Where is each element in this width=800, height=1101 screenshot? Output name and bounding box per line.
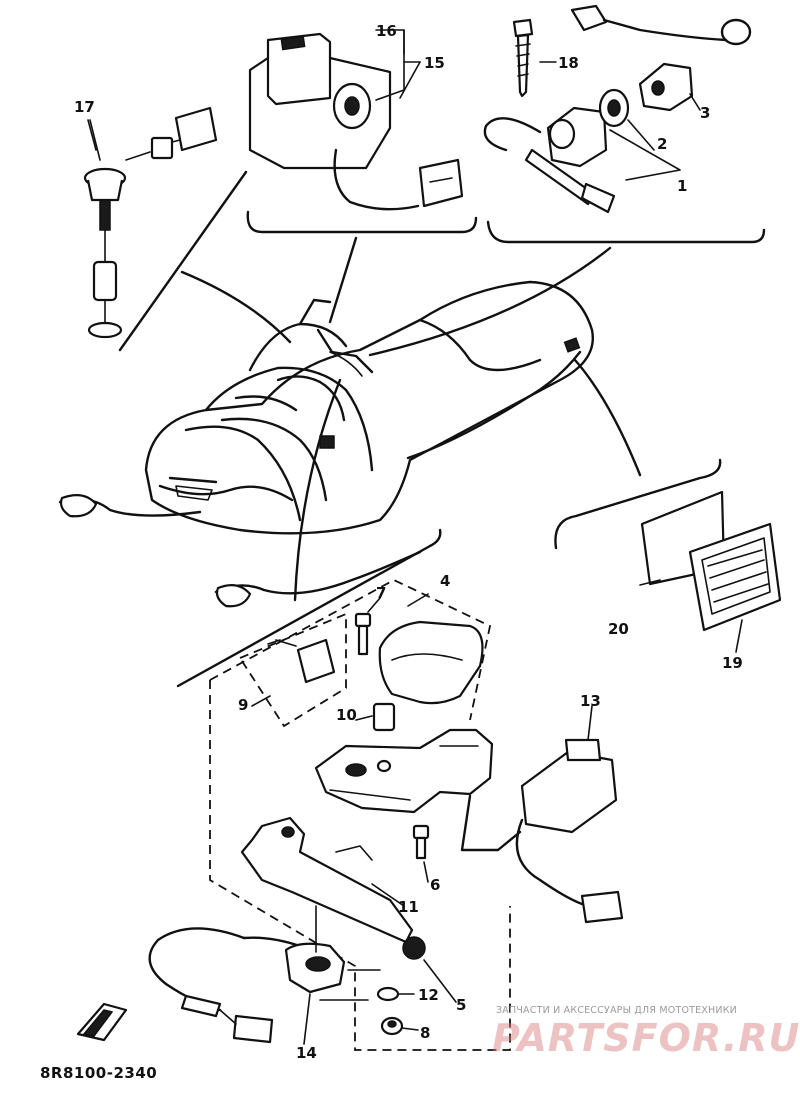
part-9-dashed-box: [238, 612, 347, 728]
throttle-group-bracket: [176, 528, 442, 688]
part-10-collar: [372, 702, 396, 732]
part-15-16-coil-assembly: [248, 32, 464, 211]
watermark-tagline: ЗАПЧАСТИ И АКСЕССУАРЫ ДЛЯ МОТОТЕХНИКИ: [496, 1005, 737, 1016]
callout-1: 1: [677, 177, 687, 195]
leader-17: [180, 270, 292, 344]
part-18-screw: [512, 18, 534, 98]
callout-6: 6: [430, 876, 440, 894]
part-4-cover: [378, 620, 484, 705]
part-7-bolt: [354, 612, 372, 656]
callout-labels: 1 2 3 4 5 6 7 8 9 10 11 12 13 14 15 16 1…: [40, 22, 743, 1082]
snowmobile-body: [58, 280, 594, 608]
part-19-20-taillight: [554, 458, 782, 632]
part-1-main-switch: [483, 4, 752, 214]
callout-8: 8: [420, 1024, 430, 1042]
callout-13: 13: [580, 692, 601, 710]
callout-2: 2: [657, 135, 667, 153]
leader-15: [328, 236, 358, 324]
callout-leaders: [87, 29, 743, 1045]
direction-marker-icon: [76, 1002, 128, 1042]
part-6-bolt: [412, 824, 430, 860]
part-17-thermo-unit: [83, 106, 218, 339]
callout-5: 5: [456, 996, 466, 1014]
callout-12: 12: [418, 986, 439, 1004]
callout-3: 3: [700, 104, 710, 122]
group-bracket-left: [246, 210, 478, 234]
diagram-code: 8R8100-2340: [40, 1064, 157, 1082]
callout-14: 14: [296, 1044, 317, 1062]
callout-9: 9: [238, 696, 248, 714]
callout-18: 18: [558, 54, 579, 72]
throttle-dashed-box: [209, 680, 511, 1051]
callout-19: 19: [722, 654, 743, 672]
part-9-switch-body: [267, 638, 336, 684]
callout-11: 11: [398, 898, 419, 916]
watermark-logo: PARTSFOR.RU: [492, 1016, 800, 1060]
part-11-throttle-lever: [240, 816, 426, 960]
leader-taillight: [573, 358, 642, 477]
group-bracket-right: [486, 220, 766, 244]
throttle-dashed-box-top: [209, 578, 492, 721]
throttle-housing: [314, 728, 494, 814]
callout-20: 20: [608, 620, 629, 638]
leader-throttle: [293, 378, 342, 602]
callout-10: 10: [336, 706, 357, 724]
part-14-cable-switch: [148, 905, 346, 1044]
callout-15: 15: [424, 54, 445, 72]
part-13-module: [460, 738, 624, 924]
callout-16: 16: [376, 22, 397, 40]
callout-17: 17: [74, 98, 95, 116]
small-hardware: [319, 969, 404, 1036]
leader-switch: [368, 246, 612, 357]
callout-7: 7: [376, 584, 386, 602]
callout-4: 4: [440, 572, 450, 590]
group-bracket-17-line: [118, 170, 248, 352]
